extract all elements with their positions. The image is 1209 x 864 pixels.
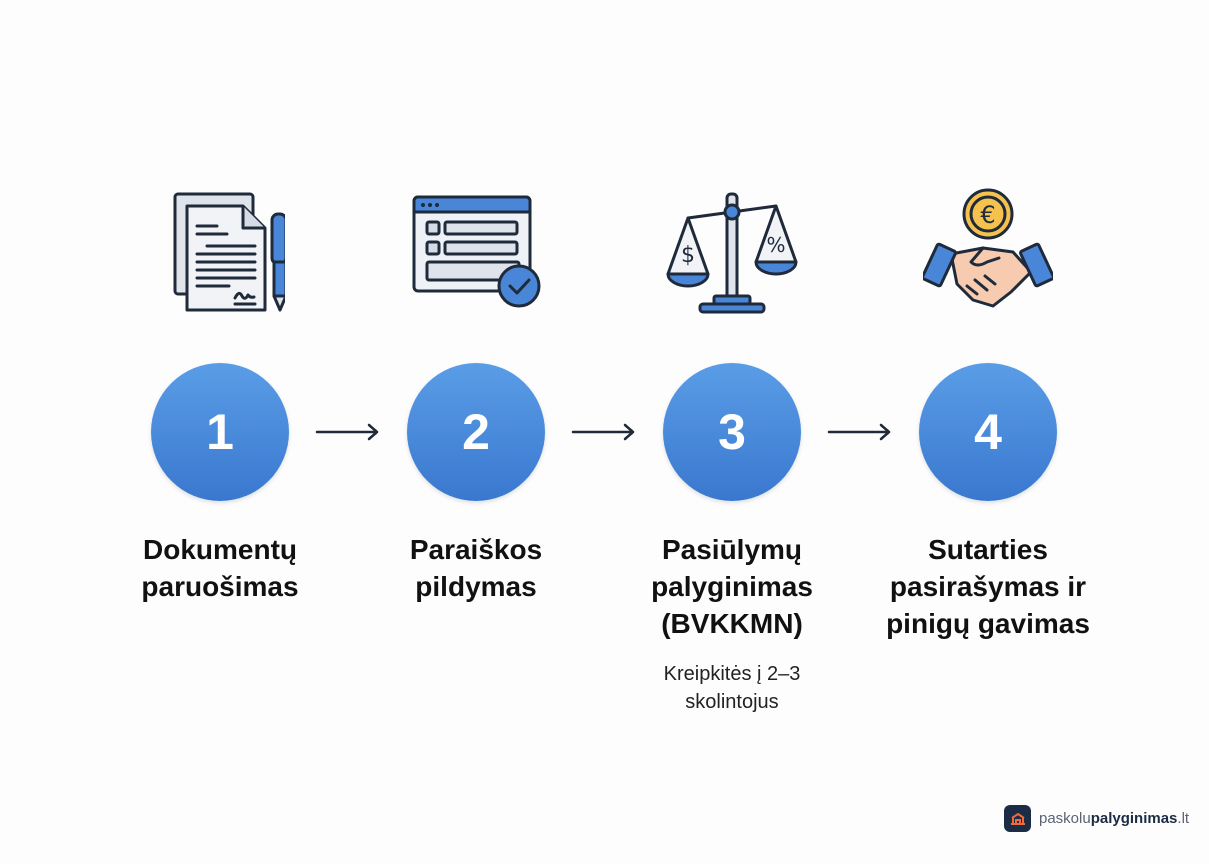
step-note: Kreipkitės į 2–3 skolintojus (604, 660, 860, 716)
brand-bold: palyginimas (1090, 810, 1178, 827)
brand-logo: paskolupalyginimas.lt (1004, 805, 1189, 832)
arrow-right-icon (827, 423, 891, 441)
step-label: Pasiūlymų palyginimas (BVKKMN) (604, 531, 860, 642)
label-line: (BVKKMN) (661, 608, 803, 639)
step-number-circle: 2 (407, 363, 545, 501)
svg-text:$: $ (681, 243, 695, 268)
label-line: paruošimas (141, 571, 299, 602)
brand-prefix: paskolu (1039, 810, 1091, 827)
step-number-circle: 3 (663, 363, 801, 501)
brand-name: paskolupalyginimas.lt (1039, 810, 1189, 827)
arrow-right-icon (571, 423, 635, 441)
form-check-icon (411, 194, 541, 315)
arrow-right-icon (315, 423, 379, 441)
step-label: Paraiškos pildymas (348, 531, 604, 605)
label-line: Sutarties (928, 534, 1048, 565)
label-line: pinigų gavimas (886, 608, 1090, 639)
note-line: Kreipkitės į 2–3 (663, 663, 801, 685)
step-label: Sutarties pasirašymas ir pinigų gavimas (860, 531, 1116, 642)
svg-text:%: % (766, 233, 785, 257)
step-number-circle: 1 (151, 363, 289, 501)
label-line: pasirašymas ir (889, 571, 1087, 602)
step-label: Dokumentų paruošimas (92, 531, 348, 605)
step-number-circle: 4 (919, 363, 1057, 501)
label-line: pildymas (415, 571, 537, 602)
label-line: Paraiškos (409, 534, 543, 565)
svg-text:€: € (980, 201, 995, 229)
handshake-euro-icon: € (921, 188, 1055, 319)
note-line: skolintojus (685, 691, 779, 713)
document-pen-icon (155, 188, 292, 319)
label-line: Dokumentų (143, 534, 297, 565)
balance-scale-icon: $ % (664, 190, 800, 319)
label-line: palyginimas (651, 571, 813, 602)
label-line: Pasiūlymų (661, 534, 803, 565)
house-logo-icon (1004, 805, 1031, 832)
brand-suffix: .lt (1177, 810, 1190, 827)
